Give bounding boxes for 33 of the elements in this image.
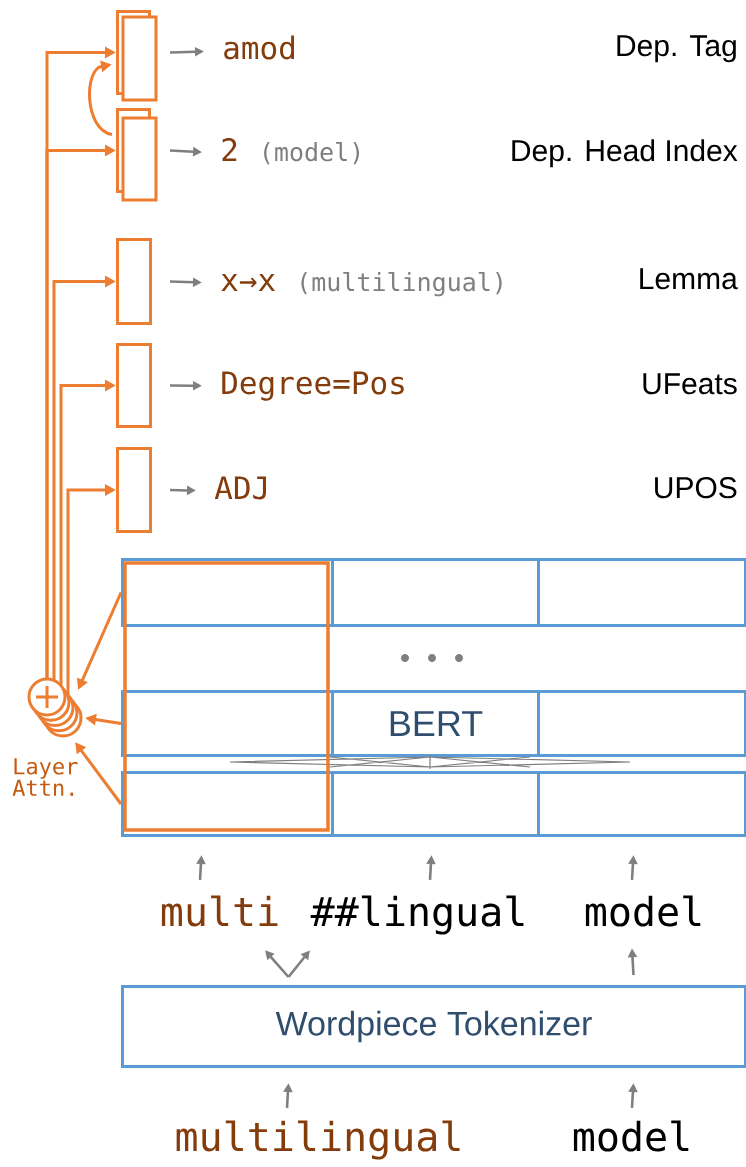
output-label: x→x (multilingual) <box>221 271 502 297</box>
bert-label-cell: BERT <box>331 690 540 757</box>
layer-cell <box>537 558 746 627</box>
token-label: model <box>585 895 701 927</box>
layer-cell <box>121 690 334 757</box>
output-label: Degree=Pos <box>222 371 404 401</box>
classifier-box <box>116 447 152 533</box>
task-label: Dep. Head Index <box>512 139 738 168</box>
layer-cell <box>121 771 334 837</box>
layer-cell <box>331 771 540 837</box>
classifier-box <box>116 238 152 325</box>
output-label: amod <box>224 35 294 60</box>
arrow <box>88 60 113 136</box>
output-label: 2 (model) <box>222 138 359 165</box>
arrow <box>265 950 290 978</box>
task-label: Lemma <box>640 268 738 290</box>
layer-cell <box>537 690 746 757</box>
classifier-box <box>116 343 152 428</box>
layer-cell <box>331 558 540 627</box>
token-label: multi <box>161 895 278 927</box>
token-label: ##lingual <box>310 895 524 935</box>
task-label: UPOS <box>655 477 737 499</box>
layer-cell <box>537 771 746 837</box>
tokenizer-box: Wordpiece Tokenizer <box>121 985 746 1068</box>
task-label: Dep. Tag <box>617 35 736 63</box>
layer-cell <box>121 558 334 627</box>
token-label: model <box>573 1120 689 1152</box>
task-label: UFeats <box>643 373 737 395</box>
classifier-box <box>116 108 158 202</box>
classifier-box <box>116 10 158 102</box>
layer-attn-label: Layer Attn. <box>12 758 78 796</box>
output-label: ADJ <box>214 476 266 500</box>
token-label: multilingual <box>176 1120 460 1160</box>
